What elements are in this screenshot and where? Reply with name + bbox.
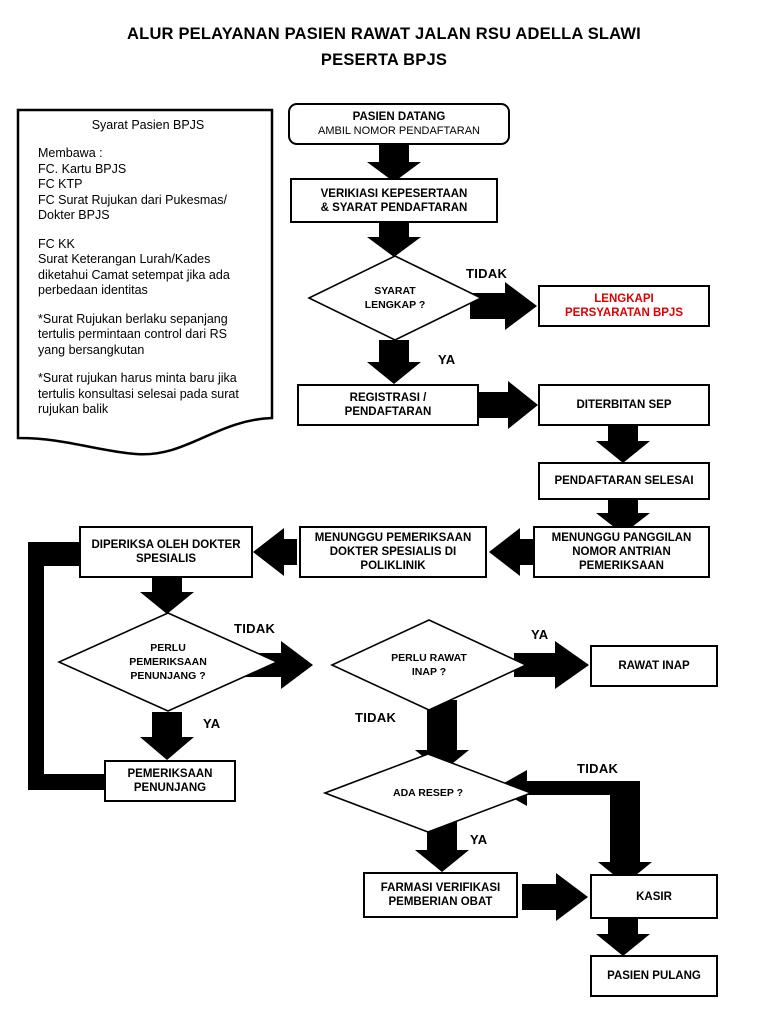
node-perlu-pemeriksaan-penunjang-label: PERLU PEMERIKSAAN PENUNJANG ? bbox=[129, 642, 207, 682]
edge-label-penunjang-ya: YA bbox=[203, 716, 221, 731]
node-pasien-datang-subtitle: AMBIL NOMOR PENDAFTARAN bbox=[318, 125, 480, 137]
node-kasir[interactable]: KASIR bbox=[590, 874, 718, 919]
diamond-shape bbox=[307, 255, 483, 341]
edge-label-syarat-ya: YA bbox=[438, 352, 456, 367]
edge-label-rawat-inap-ya: YA bbox=[531, 627, 549, 642]
node-pendaftaran-selesai[interactable]: PENDAFTARAN SELESAI bbox=[538, 462, 710, 500]
diamond-shape bbox=[57, 612, 279, 712]
note-block: Membawa : FC. Kartu BPJS FC KTP FC Surat… bbox=[38, 146, 227, 222]
node-ada-resep-label: ADA RESEP ? bbox=[392, 787, 463, 799]
edge-label-penunjang-tidak: TIDAK bbox=[234, 621, 276, 636]
note-heading: Syarat Pasien BPJS bbox=[91, 118, 205, 132]
edge-label-rawat-inap-tidak: TIDAK bbox=[355, 710, 397, 725]
node-pemeriksaan-penunjang[interactable]: PEMERIKSAAN PENUNJANG bbox=[104, 760, 236, 802]
page-title-line-2: PESERTA BPJS bbox=[320, 51, 448, 69]
node-menunggu-panggilan[interactable]: MENUNGGU PANGGILAN NOMOR ANTRIAN PEMERIK… bbox=[533, 526, 710, 578]
node-ada-resep[interactable]: ADA RESEP ? bbox=[323, 752, 533, 834]
page-title-line-1: ALUR PELAYANAN PASIEN RAWAT JALAN RSU AD… bbox=[127, 25, 641, 43]
edge-label-syarat-tidak: TIDAK bbox=[466, 266, 508, 281]
node-verifikasi-kepesertaan[interactable]: VERIKIASI KEPESERTAAN & SYARAT PENDAFTAR… bbox=[290, 178, 498, 223]
node-diterbitan-sep[interactable]: DITERBITAN SEP bbox=[538, 384, 710, 426]
node-syarat-lengkap-label: SYARAT LENGKAP ? bbox=[364, 285, 426, 311]
node-lengkapi-persyaratan[interactable]: LENGKAPI PERSYARATAN BPJS bbox=[538, 285, 710, 327]
node-farmasi-verifikasi[interactable]: FARMASI VERIFIKASI PEMBERIAN OBAT bbox=[363, 872, 518, 918]
note-block: *Surat Rujukan berlaku sepanjang tertuli… bbox=[38, 311, 228, 357]
note-block: *Surat rujukan harus minta baru jika ter… bbox=[38, 371, 239, 416]
edge-label-resep-tidak: TIDAK bbox=[577, 761, 619, 776]
node-perlu-rawat-inap-label: PERLU RAWAT INAP ? bbox=[391, 652, 467, 678]
node-menunggu-pemeriksaan[interactable]: MENUNGGU PEMERIKSAAN DOKTER SPESIALIS DI… bbox=[299, 526, 487, 578]
requirements-note: Syarat Pasien BPJS Membawa : FC. Kartu B… bbox=[16, 108, 274, 456]
note-document-shape bbox=[16, 108, 274, 456]
node-diperiksa-dokter-spesialis[interactable]: DIPERIKSA OLEH DOKTER SPESIALIS bbox=[79, 526, 253, 578]
diamond-shape bbox=[323, 753, 533, 833]
node-pasien-pulang[interactable]: PASIEN PULANG bbox=[590, 955, 718, 997]
node-rawat-inap[interactable]: RAWAT INAP bbox=[590, 645, 718, 687]
node-syarat-lengkap[interactable]: SYARAT LENGKAP ? bbox=[307, 254, 483, 342]
diamond-shape bbox=[330, 619, 528, 711]
note-block: FC KK Surat Keterangan Lurah/Kades diket… bbox=[38, 236, 230, 298]
node-pasien-datang[interactable]: PASIEN DATANG AMBIL NOMOR PENDAFTARAN bbox=[288, 103, 510, 145]
edge-label-resep-ya: YA bbox=[470, 832, 488, 847]
node-perlu-pemeriksaan-penunjang[interactable]: PERLU PEMERIKSAAN PENUNJANG ? bbox=[57, 611, 279, 713]
node-pasien-datang-title: PASIEN DATANG bbox=[352, 111, 446, 123]
node-perlu-rawat-inap[interactable]: PERLU RAWAT INAP ? bbox=[330, 618, 528, 712]
node-registrasi-pendaftaran[interactable]: REGISTRASI / PENDAFTARAN bbox=[297, 384, 479, 426]
